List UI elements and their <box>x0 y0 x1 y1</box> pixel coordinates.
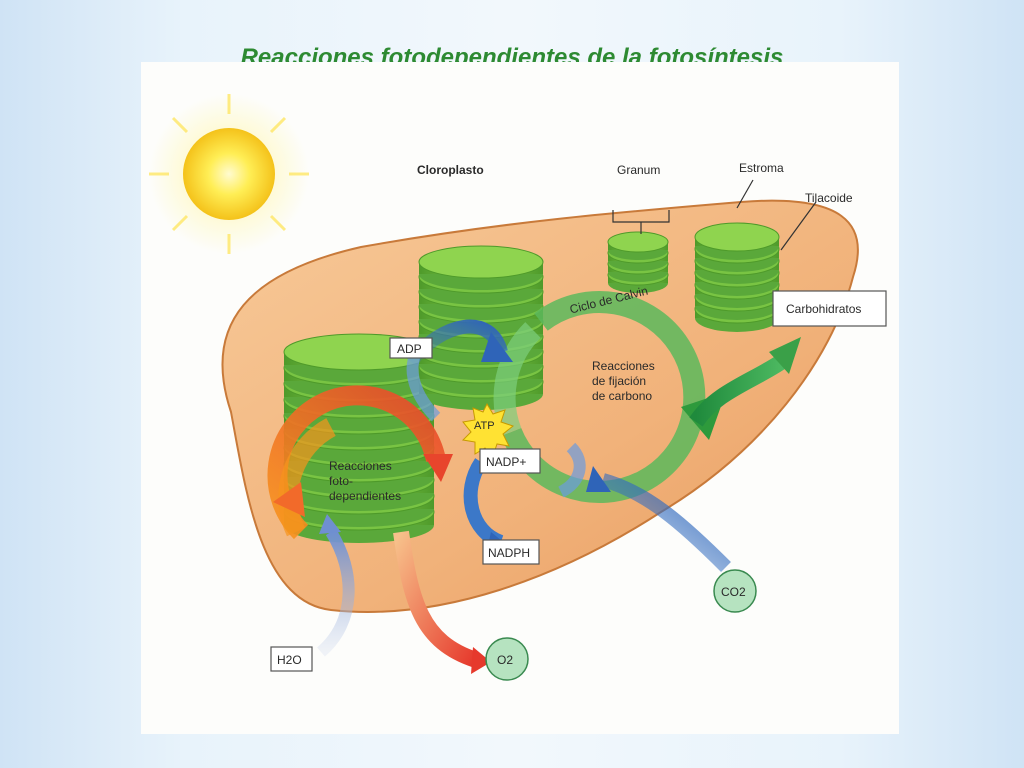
leader-lines <box>612 179 817 251</box>
o2-arrow <box>393 530 491 674</box>
granum-stack-small <box>607 231 669 293</box>
stroma-label: Estroma <box>739 161 784 175</box>
light-reaction-arrow <box>267 385 453 540</box>
atp-burst-icon <box>461 402 515 457</box>
sun-icon <box>149 94 309 254</box>
figure-panel: Cloroplasto Granum Estroma Tilacoide Car… <box>141 62 899 734</box>
granum-stack-right <box>694 222 780 332</box>
o2-circle <box>485 637 529 681</box>
granum-label: Granum <box>617 163 660 177</box>
adp-box <box>389 337 433 359</box>
carbohydrates-box <box>772 290 887 327</box>
light-reactions-label: Reacciones foto- dependientes <box>329 459 401 503</box>
nadph-label: NADPH <box>488 546 530 560</box>
h2o-box <box>270 646 313 672</box>
co2-arrow <box>586 466 731 572</box>
o2-label: O2 <box>497 653 513 667</box>
carbohydrates-label: Carbohidratos <box>786 302 861 316</box>
h2o-arrow <box>316 514 355 657</box>
chloroplast-diagram: Cloroplasto Granum Estroma Tilacoide Car… <box>149 94 887 681</box>
atp-label: ATP <box>474 420 495 432</box>
granum-stack-mid <box>418 245 544 410</box>
adp-label: ADP <box>397 342 422 356</box>
nadp-label: NADP+ <box>486 455 526 469</box>
nadph-box <box>482 539 540 565</box>
chloroplast-label: Cloroplasto <box>417 163 484 177</box>
carbon-fixation-label: Reacciones de fijación de carbono <box>592 359 658 403</box>
h2o-label: H2O <box>277 653 302 667</box>
calvin-cycle-arrow <box>493 291 801 503</box>
thylakoid-label: Tilacoide <box>805 191 853 205</box>
nadp-box <box>479 448 541 474</box>
co2-label: CO2 <box>721 585 746 599</box>
co2-circle <box>713 569 757 613</box>
